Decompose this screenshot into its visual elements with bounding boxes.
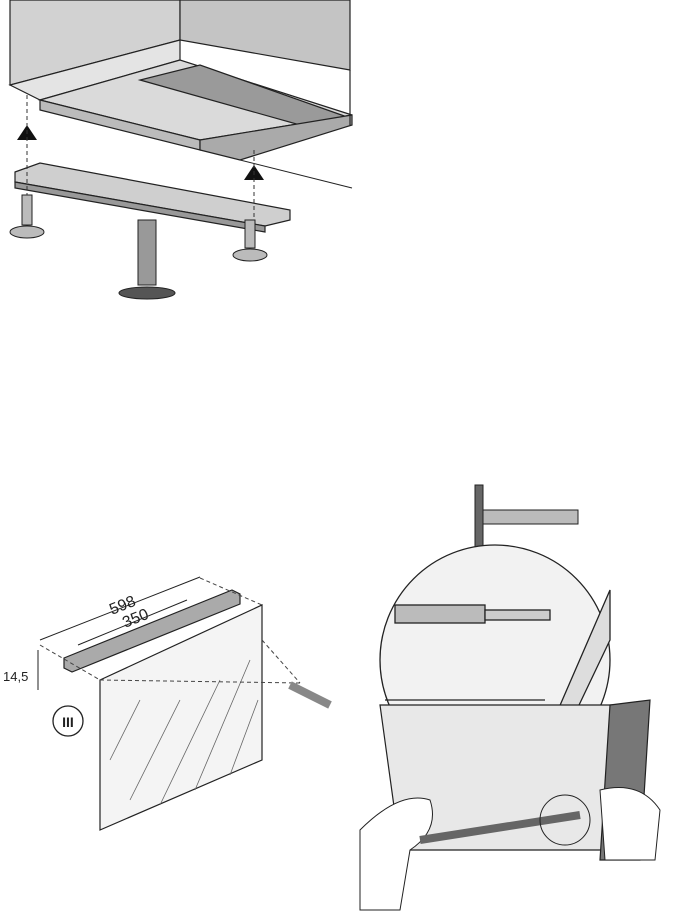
dimension-height: 14,5 [3,669,28,684]
screwdriver-icon [419,794,591,846]
glass-panel [99,604,263,831]
screw-icon [9,194,268,300]
dimension-arrows [37,576,201,690]
dimension-guides [39,577,301,684]
hood-illustration [8,0,353,189]
panel-marker-circle [52,705,84,737]
mounting-bracket [14,162,291,233]
guide-lines [26,95,255,225]
panel-marker: III [62,714,74,730]
pencil-icon [288,681,332,709]
detail-screw [474,484,579,556]
wood-strip [63,589,241,673]
hand-icon [359,787,661,911]
